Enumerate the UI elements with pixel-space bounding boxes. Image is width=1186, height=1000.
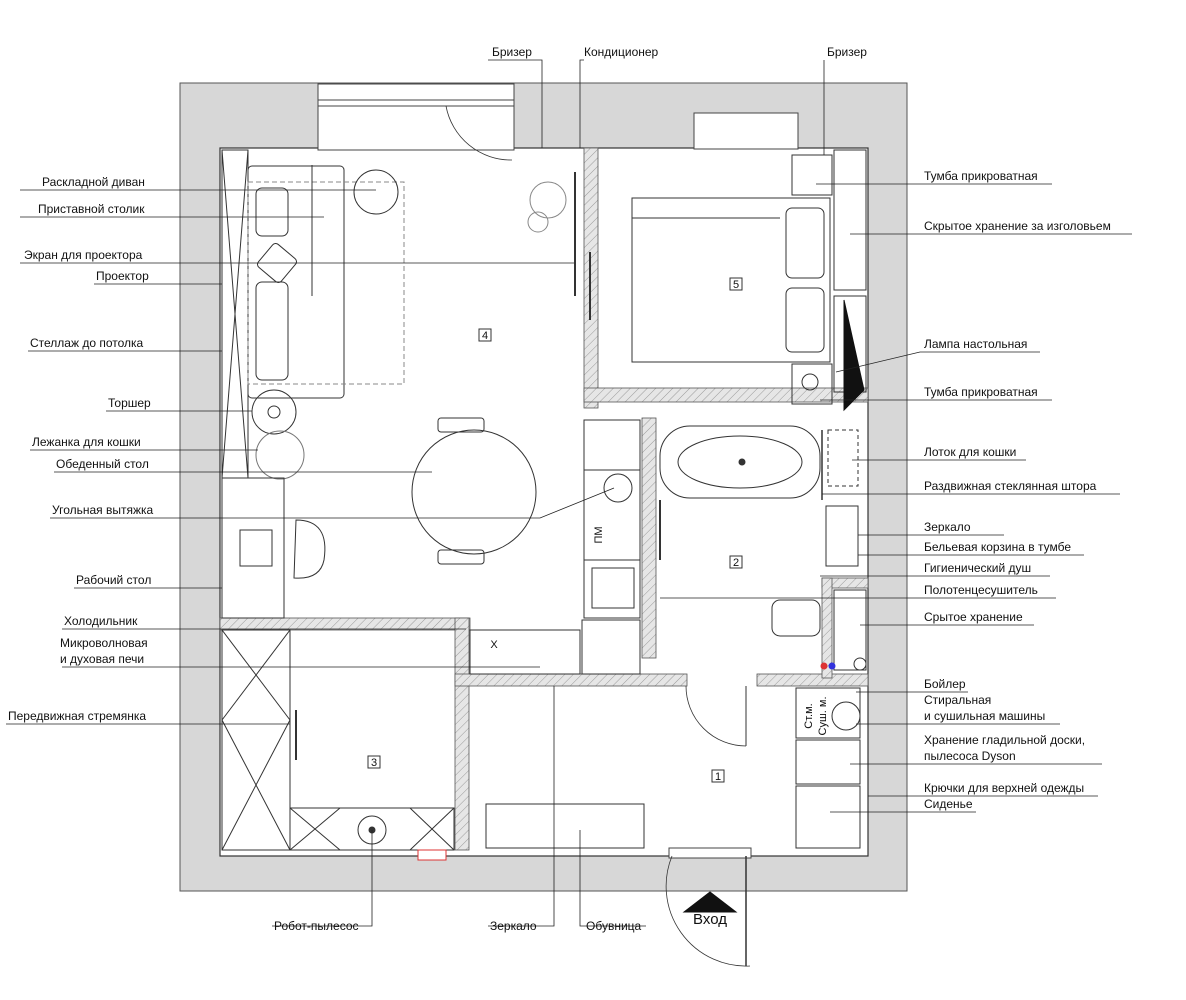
room-number-2: 2 — [729, 555, 743, 569]
x-mark: Х — [490, 639, 498, 651]
label-ironing-line1: Хранение гладильной доски, — [924, 733, 1085, 747]
pm-mark: ПМ — [593, 526, 605, 543]
label-corner-hood: Угольная вытяжка — [52, 503, 154, 517]
label-table-lamp: Лампа настольная — [924, 337, 1027, 351]
label-nightstand-top: Тумба прикроватная — [924, 169, 1038, 183]
label-hidden-storage: Срытое хранение — [924, 610, 1023, 624]
label-side-table: Приставной столик — [38, 202, 145, 216]
room-number-3: 3 — [367, 755, 381, 769]
label-floor-lamp: Торшер — [108, 396, 151, 410]
label-washer-line2: и сушильная машины — [924, 709, 1045, 723]
label-ovens-line1: Микроволновая — [60, 636, 148, 650]
label-dining-table: Обеденный стол — [56, 457, 149, 471]
label-shoe-cabinet: Обувница — [586, 919, 642, 933]
room-number-1: 1 — [711, 769, 725, 783]
label-hygiene-shower: Гигиенический душ — [924, 561, 1031, 575]
label-mirror-right: Зеркало — [924, 520, 971, 534]
label-boiler: Бойлер — [924, 677, 966, 691]
living-room — [221, 149, 641, 619]
label-shelving: Стеллаж до потолка — [30, 336, 144, 350]
svg-text:4: 4 — [482, 330, 488, 342]
label-robot-vacuum: Робот-пылесос — [274, 919, 359, 933]
interior-walls — [219, 147, 869, 851]
washer-mark: Ст.м. — [803, 703, 815, 728]
hallway — [445, 105, 861, 967]
label-towel-dryer: Полотенцесушитель — [924, 583, 1038, 597]
leader-lines — [6, 59, 1132, 927]
label-seat: Сиденье — [924, 797, 973, 811]
entry-label: Вход — [693, 911, 727, 928]
room-numbers: 4 5 2 3 1 — [367, 277, 743, 783]
label-desk: Рабочий стол — [76, 573, 151, 587]
label-ovens-line2: и духовая печи — [60, 652, 144, 666]
label-mirror-bottom: Зеркало — [490, 919, 537, 933]
storage-room — [221, 629, 455, 861]
label-washer-line1: Стиральная — [924, 693, 991, 707]
label-breather-left: Бризер — [492, 45, 532, 59]
bedroom — [631, 149, 867, 412]
bathroom — [659, 425, 867, 671]
label-sofa-bed: Раскладной диван — [42, 175, 145, 189]
label-laundry-basket: Бельевая корзина в тумбе — [924, 540, 1071, 554]
room-number-4: 4 — [478, 328, 492, 342]
label-glass-curtain: Раздвижная стеклянная штора — [924, 479, 1097, 493]
dryer-mark: Суш. м. — [817, 697, 829, 736]
label-breather-right: Бризер — [827, 45, 867, 59]
label-headboard-storage: Скрытое хранение за изголовьем — [924, 219, 1111, 233]
label-projector-screen: Экран для проектора — [24, 248, 143, 262]
svg-text:3: 3 — [371, 757, 377, 769]
svg-text:2: 2 — [733, 557, 739, 569]
label-fridge: Холодильник — [64, 614, 138, 628]
exterior-walls — [179, 82, 908, 892]
label-cat-bed: Лежанка для кошки — [32, 435, 141, 449]
label-air-conditioner: Кондиционер — [584, 45, 659, 59]
svg-text:1: 1 — [715, 771, 721, 783]
room-number-5: 5 — [729, 277, 743, 291]
label-ironing-line2: пылесоса Dyson — [924, 749, 1016, 763]
label-coat-hooks: Крючки для верхней одежды — [924, 781, 1084, 795]
label-nightstand-bottom: Тумба прикроватная — [924, 385, 1038, 399]
label-ladder: Передвижная стремянка — [8, 709, 146, 723]
label-litter-box: Лоток для кошки — [924, 445, 1016, 459]
svg-text:5: 5 — [733, 279, 739, 291]
label-projector: Проектор — [96, 269, 149, 283]
